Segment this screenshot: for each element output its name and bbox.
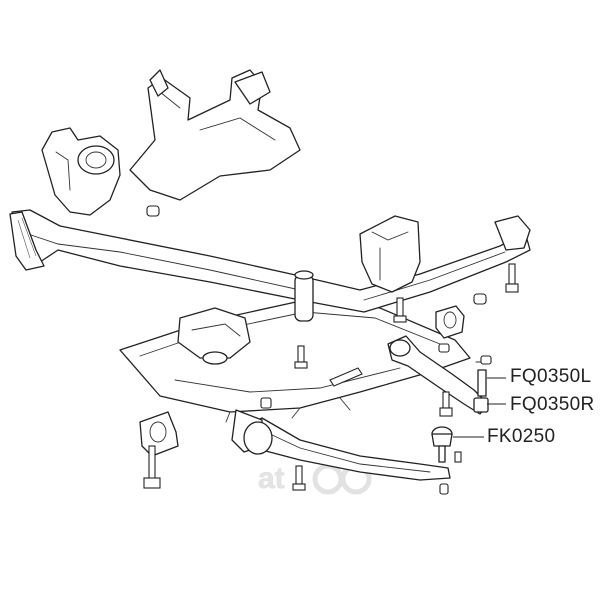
bolt-strut-top	[146, 205, 160, 217]
lower-control-arm	[231, 409, 451, 481]
center-post	[294, 270, 314, 322]
bolt-front-center	[329, 367, 363, 387]
upper-subframe	[129, 69, 301, 201]
left-strut-tower	[41, 127, 121, 216]
control-arm-fq0350	[387, 335, 489, 415]
nut-small-1	[473, 293, 487, 305]
nut-small-2	[438, 343, 450, 353]
nut-small-4	[260, 397, 272, 409]
watermark-text: at	[258, 462, 285, 495]
bolt-far-right	[505, 263, 519, 293]
bolt-center-small	[294, 345, 308, 369]
left-mount	[177, 307, 251, 365]
front-crossmember	[9, 209, 531, 313]
bushing-left	[139, 411, 179, 457]
nut-small-3	[480, 355, 492, 365]
bolt-arm-vertical	[439, 391, 453, 417]
ball-joint-fk0250	[431, 426, 453, 463]
label-fk0250: FK0250	[487, 426, 556, 447]
label-fq0350r: FQ0350R	[510, 394, 595, 415]
right-side-rail	[359, 215, 531, 293]
watermark-mark	[312, 463, 344, 495]
bolt-lower-arm	[292, 465, 306, 491]
label-fq0350l: FQ0350L	[510, 366, 592, 387]
bolts	[143, 205, 519, 495]
bolt-lower-right	[439, 451, 462, 495]
bolt-left-long	[143, 445, 161, 489]
bushing-right	[435, 305, 465, 339]
bolt-right-upper	[393, 297, 407, 323]
